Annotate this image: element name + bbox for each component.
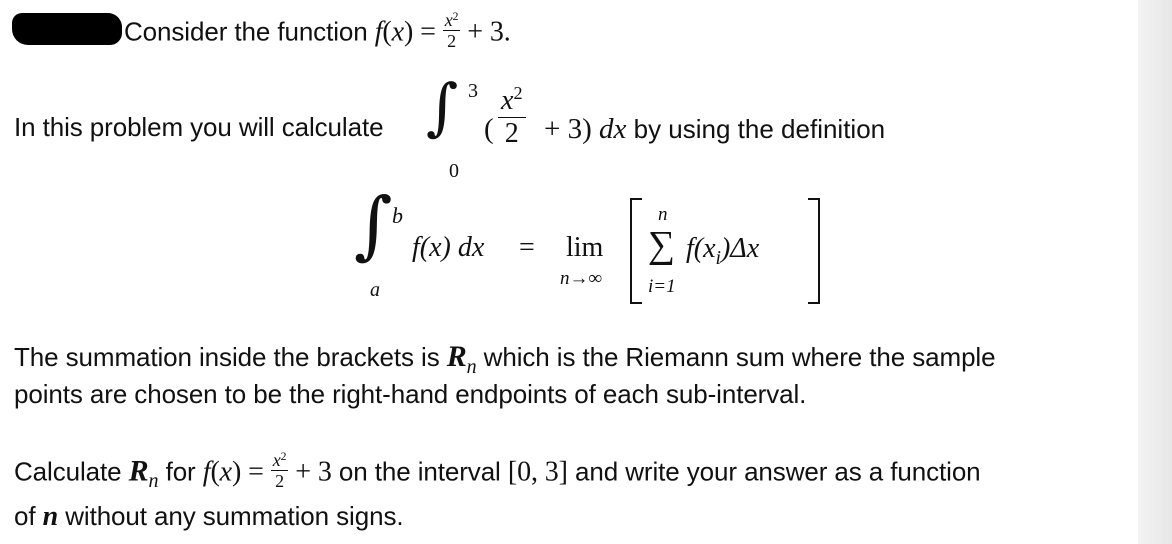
task-fraction: x2 2 [270,449,289,491]
definition-upper-limit: b [392,203,403,228]
task-arg-close: ) [232,456,242,488]
explanation-n: n [466,356,477,378]
task-plus3: + 3 [288,456,332,488]
intro-frac-den: 2 [447,31,456,51]
definition-lim: lim [566,232,604,263]
integral-sign: ∫ [426,70,459,143]
explanation-suffix: which is the Riemann sum where the sampl… [476,342,996,372]
intro-arg-close: ) [403,16,414,48]
problem-frac-den: 2 [504,118,519,149]
intro-arg-open: ( [382,16,392,48]
right-edge-shading [1138,0,1172,544]
problem-frac-num-var: x [501,85,514,116]
definition-integral-sign: ∫ [354,182,393,268]
left-bracket [630,198,642,304]
task-var: x [219,456,232,488]
task-line2-suffix: without any summation signs. [58,501,404,531]
explanation-R: R [446,340,467,373]
task-line2-prefix: of [14,501,43,531]
summand-f: f(x [686,233,716,264]
task-R: R [128,454,149,488]
intro-fraction: x2 2 [442,9,461,51]
right-bracket [808,198,820,304]
intro-eq: = [413,16,443,48]
problem-dx-var: x [613,113,627,145]
task-on: on the interval [331,456,508,487]
problem-upper-limit: 3 [468,80,478,102]
task-arg-open: ( [210,456,220,488]
intro-prefix: Consider the function [124,16,375,47]
problem-suffix: by using the definition [626,114,886,144]
task-for: for [158,456,203,487]
summand: f(xi)Δx [686,232,760,269]
problem-tail: + 3) dx by using the definition [544,113,885,146]
task-eq: = [241,456,271,488]
definition-lim-sub: n→∞ [560,268,603,289]
problem-paren-open: ( [484,113,494,145]
definition-lower-limit: a [370,279,380,301]
task-frac-exp: 2 [280,449,287,463]
explanation-line2: points are chosen to be the right-hand e… [14,379,807,409]
problem-lower-limit: 0 [449,160,459,182]
task-prefix: Calculate [14,456,129,487]
problem-frac-exp: 2 [513,83,523,103]
task-frac-num-var: x [272,450,281,470]
intro-plus3: + 3. [460,16,511,48]
problem-fraction: x2 2 [498,84,526,149]
problem-plus3-close: + 3) [544,113,600,145]
problem-prefix: In this problem you will calculate [14,112,384,142]
sum-upper: n [658,204,668,225]
explanation-prefix: The summation inside the brackets is [14,342,447,372]
intro-frac-exp: 2 [452,9,459,23]
task-line2: of n without any summation signs. [14,501,404,533]
summand-rest: )Δx [720,233,760,264]
task-line2-n: n [42,501,59,532]
task-fname: f [202,456,211,488]
intro-frac-num-var: x [444,10,453,30]
explanation-line1: The summation inside the brackets is Rn … [14,340,996,378]
task-n: n [148,470,159,493]
task-interval: [0, 3] [507,456,568,488]
definition-integrand: f(x) dx [412,232,485,263]
problem-d: d [599,113,614,145]
definition-eq: = [512,232,542,263]
sigma-symbol: ∑ [648,224,676,266]
task-frac-den: 2 [275,471,284,491]
summand-index: i [715,247,721,269]
task-suffix: and write your answer as a function [567,456,981,487]
redacted-block [12,13,122,45]
intro-var: x [391,16,404,48]
sum-lower: i=1 [648,276,676,297]
intro-fname: f [374,16,383,48]
